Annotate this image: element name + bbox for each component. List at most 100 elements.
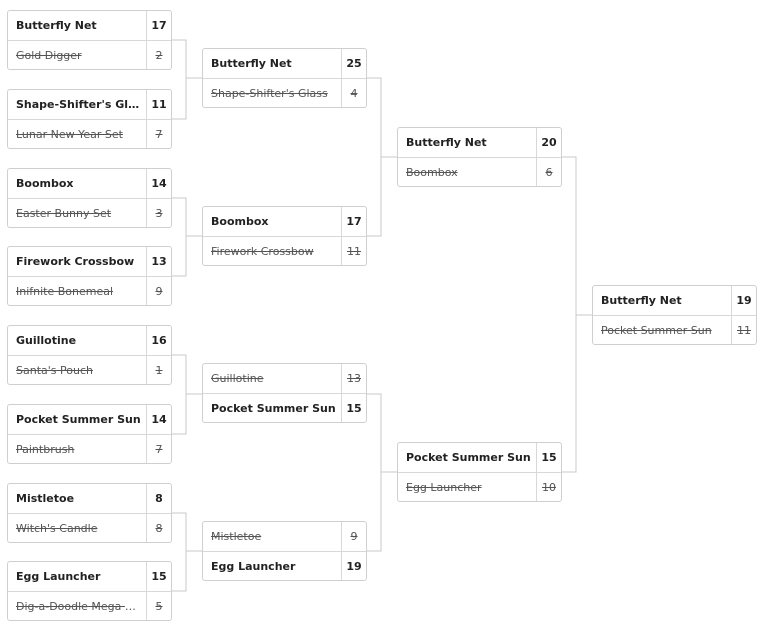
team-name: Pocket Summer Sun: [601, 323, 712, 337]
team-name: Egg Launcher: [211, 559, 296, 573]
team-row[interactable]: Egg Launcher 19: [203, 551, 366, 580]
team-name: Egg Launcher: [406, 480, 482, 494]
team-row[interactable]: Guillotine 16: [8, 326, 171, 355]
team-name: Firework Crossbow: [16, 255, 135, 268]
team-row[interactable]: Mistletoe 8: [8, 484, 171, 513]
team-row[interactable]: Butterfly Net 20: [398, 128, 561, 157]
team-score: 19: [731, 286, 756, 315]
team-score: 20: [536, 128, 561, 157]
team-row[interactable]: Pocket Summer Sun 11: [593, 315, 756, 344]
match-r1-1[interactable]: Butterfly Net 17 Gold Digger 2: [7, 10, 172, 70]
match-r1-5[interactable]: Guillotine 16 Santa's Pouch 1: [7, 325, 172, 385]
team-score: 14: [146, 405, 171, 434]
team-score: 15: [536, 443, 561, 472]
team-score: 7: [146, 435, 171, 463]
match-r1-4[interactable]: Firework Crossbow 13 Inifnite Bonemeal 9: [7, 246, 172, 306]
team-score: 16: [146, 326, 171, 355]
connector-r2-m3-m4: [367, 393, 397, 552]
team-name: Pocket Summer Sun: [406, 451, 531, 464]
team-name: Boombox: [16, 177, 74, 190]
connector-r3-m1-m2: [562, 156, 592, 473]
team-name: Butterfly Net: [16, 19, 97, 32]
team-name: Mistletoe: [16, 492, 75, 505]
team-score: 15: [146, 562, 171, 591]
team-name: Easter Bunny Set: [16, 206, 112, 220]
team-row[interactable]: Butterfly Net 25: [203, 49, 366, 78]
match-r1-8[interactable]: Egg Launcher 15 Dig-a-Doodle Mega S...5: [7, 561, 172, 621]
team-row[interactable]: Firework Crossbow 13: [8, 247, 171, 276]
team-name: Dig-a-Doodle Mega S...: [16, 599, 143, 613]
team-row[interactable]: Pocket Summer Sun 14: [8, 405, 171, 434]
team-score: 13: [146, 247, 171, 276]
team-score: 14: [146, 169, 171, 198]
team-row[interactable]: Witch's Candle 8: [8, 513, 171, 542]
team-name: Santa's Pouch: [16, 363, 93, 377]
team-name: Pocket Summer Sun: [211, 401, 336, 415]
team-row[interactable]: Gold Digger 2: [8, 40, 171, 69]
team-row[interactable]: Santa's Pouch 1: [8, 355, 171, 384]
team-score: 9: [341, 522, 366, 551]
team-score: 11: [731, 316, 756, 344]
team-score: 6: [536, 158, 561, 186]
team-name: Firework Crossbow: [211, 244, 314, 258]
match-final[interactable]: Butterfly Net 19 Pocket Summer Sun 11: [592, 285, 757, 345]
match-r1-7[interactable]: Mistletoe 8 Witch's Candle 8: [7, 483, 172, 543]
team-name: Pocket Summer Sun: [16, 413, 141, 426]
team-score: 11: [146, 90, 171, 119]
team-score: 8: [146, 484, 171, 513]
team-row[interactable]: Inifnite Bonemeal 9: [8, 276, 171, 305]
connector-r1-m5-m6: [172, 354, 202, 435]
team-name: Guillotine: [16, 334, 77, 347]
connector-r1-m1-m2: [172, 39, 202, 120]
connector-r1-m3-m4: [172, 197, 202, 277]
team-name: Shape-Shifter's Glass: [211, 86, 328, 100]
team-score: 25: [341, 49, 366, 78]
connector-r1-m7-m8: [172, 512, 202, 592]
team-row[interactable]: Dig-a-Doodle Mega S...5: [8, 591, 171, 620]
team-row[interactable]: Pocket Summer Sun 15: [398, 443, 561, 472]
team-row[interactable]: Butterfly Net 17: [8, 11, 171, 40]
team-row[interactable]: Boombox 14: [8, 169, 171, 198]
team-name: Gold Digger: [16, 48, 82, 62]
team-score: 8: [146, 514, 171, 542]
team-name: Boombox: [406, 165, 458, 179]
team-name: Inifnite Bonemeal: [16, 284, 114, 298]
team-score: 9: [146, 277, 171, 305]
match-r3-1[interactable]: Butterfly Net 20 Boombox 6: [397, 127, 562, 187]
team-row[interactable]: Boombox 6: [398, 157, 561, 186]
team-name: Witch's Candle: [16, 521, 98, 535]
team-row[interactable]: Butterfly Net 19: [593, 286, 756, 315]
team-name: Boombox: [211, 215, 269, 228]
team-name: Butterfly Net: [406, 136, 487, 149]
team-score: 1: [146, 356, 171, 384]
team-row[interactable]: Egg Launcher 15: [8, 562, 171, 591]
team-score: 7: [146, 120, 171, 148]
team-score: 13: [341, 364, 366, 393]
team-score: 2: [146, 41, 171, 69]
team-score: 19: [341, 552, 366, 580]
team-score: 17: [146, 11, 171, 40]
team-name: Egg Launcher: [16, 570, 101, 583]
team-name: Butterfly Net: [601, 294, 682, 307]
team-name: Butterfly Net: [211, 57, 292, 70]
